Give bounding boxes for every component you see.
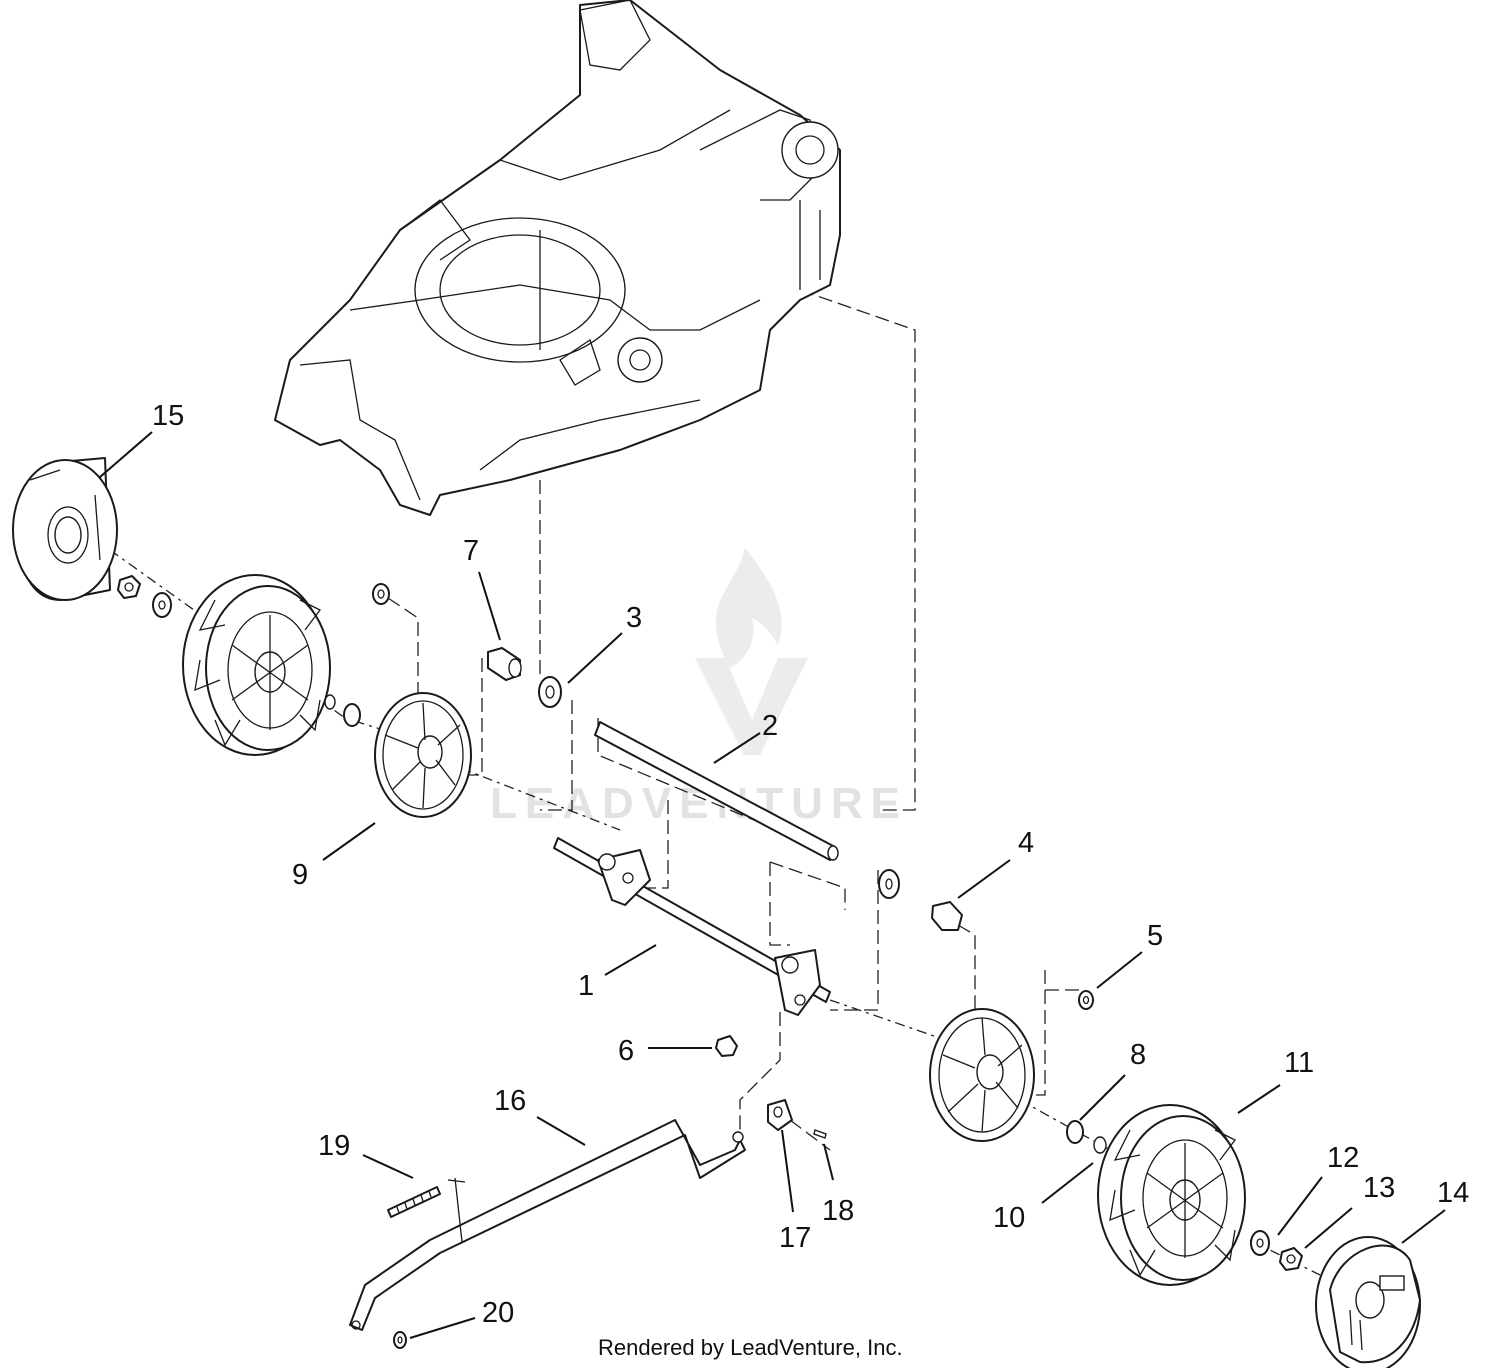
wheel-right (1097, 1104, 1246, 1286)
callout-4: 4 (1018, 827, 1034, 859)
knob-17 (767, 1099, 793, 1131)
callout-3: 3 (626, 602, 642, 634)
mower-deck (274, 0, 841, 516)
callout-2: 2 (762, 710, 778, 742)
hub-cap-right (1315, 1236, 1421, 1368)
leader-lines (99, 431, 1446, 1339)
callout-8: 8 (1130, 1039, 1146, 1071)
leader-10 (1041, 1162, 1094, 1204)
bushing-left (343, 703, 361, 727)
bushing-4 (931, 901, 963, 931)
callout-6: 6 (618, 1035, 634, 1067)
callout-5: 5 (1147, 920, 1163, 952)
washer-4 (878, 869, 900, 899)
front-axle-rod (594, 721, 839, 861)
callout-12: 12 (1327, 1142, 1359, 1174)
washer-12 (1250, 1230, 1270, 1256)
callout-18: 18 (822, 1195, 854, 1227)
bushing-7 (487, 647, 522, 681)
nut-13 (1279, 1247, 1303, 1271)
callout-7: 7 (463, 535, 479, 567)
leader-8 (1079, 1074, 1126, 1121)
leader-16 (536, 1116, 586, 1146)
callout-17: 17 (779, 1222, 811, 1254)
washer-3 (538, 676, 562, 708)
leader-9 (322, 822, 376, 861)
flame-logo-icon (715, 548, 782, 668)
leader-4 (957, 859, 1011, 899)
leader-13 (1304, 1207, 1353, 1249)
clip-9 (372, 583, 390, 605)
leader-17 (781, 1129, 794, 1213)
callout-14: 14 (1437, 1177, 1469, 1209)
callout-20: 20 (482, 1297, 514, 1329)
pin-18 (813, 1129, 827, 1139)
leader-7 (478, 571, 501, 641)
callout-labels: 1 2 3 4 5 6 7 8 9 10 11 12 13 14 15 16 1… (152, 400, 1469, 1329)
leader-14 (1401, 1209, 1446, 1244)
wheel-left (182, 574, 331, 756)
callout-15: 15 (152, 400, 184, 432)
leader-18 (823, 1143, 834, 1181)
height-adjust-lever (349, 1119, 746, 1331)
wheel-gear-cover-left (374, 692, 472, 818)
leader-3 (567, 632, 623, 684)
nut-left (117, 575, 141, 599)
nut-6 (715, 1035, 738, 1057)
callout-19: 19 (318, 1130, 350, 1162)
bushing-8 (1066, 1120, 1084, 1144)
callout-13: 13 (1363, 1172, 1395, 1204)
clip-5 (1078, 990, 1094, 1010)
leader-15 (99, 431, 153, 478)
washer-left-inner (324, 694, 336, 710)
spring-19 (387, 1186, 441, 1218)
leader-11 (1237, 1084, 1281, 1114)
v-logo-icon (695, 658, 808, 755)
callout-9: 9 (292, 859, 308, 891)
callout-10: 10 (993, 1202, 1025, 1234)
callout-1: 1 (578, 970, 594, 1002)
washer-10 (1093, 1136, 1107, 1154)
leader-1 (604, 944, 657, 976)
clip-20 (393, 1331, 407, 1349)
hub-cap-left (12, 457, 118, 601)
callout-11: 11 (1284, 1047, 1314, 1079)
leader-19 (362, 1154, 414, 1179)
callout-16: 16 (494, 1085, 526, 1117)
washer-left (152, 592, 172, 618)
footer-credit: Rendered by LeadVenture, Inc. (598, 1335, 903, 1360)
leader-2 (713, 732, 761, 764)
leader-12 (1277, 1176, 1323, 1236)
leader-20 (409, 1317, 476, 1339)
rear-axle (553, 837, 831, 1016)
wheel-gear-cover-right (929, 1008, 1035, 1142)
leader-5 (1096, 951, 1143, 989)
